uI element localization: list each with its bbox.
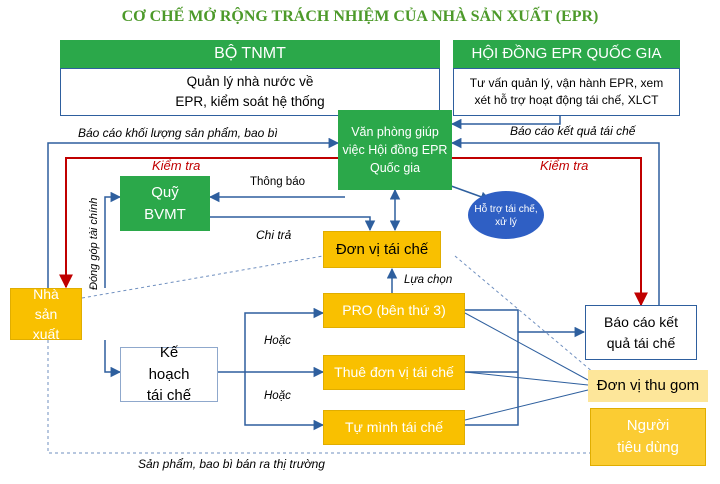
label-inspect-right: Kiểm tra <box>540 158 589 173</box>
label-market: Sản phẩm, bao bì bán ra thị trường <box>138 457 325 471</box>
self-box: Tự mình tái chế <box>323 410 465 445</box>
support-ellipse <box>468 191 544 239</box>
label-report-result: Báo cáo kết quả tái chế <box>510 124 636 138</box>
label-pay: Chi trả <box>256 228 292 242</box>
recycler-box: Đơn vị tái chế <box>323 231 441 268</box>
arrow-inspect-left <box>59 157 338 289</box>
council-body: Tư vấn quản lý, vận hành EPR, xem xét hỗ… <box>453 68 680 116</box>
arrow-contribute <box>104 191 122 288</box>
collector-box: Đơn vị thu gom <box>588 370 708 402</box>
arrow-plan-options <box>218 307 325 373</box>
hire-box: Thuê đơn vị tái chế <box>323 355 465 390</box>
arrow-producer-plan <box>104 340 122 378</box>
council-header: HỘI ĐỒNG EPR QUỐC GIA <box>453 40 680 68</box>
office-box: Văn phòng giúp việc Hội đồng EPR Quốc gi… <box>338 110 452 190</box>
arrow-council-office <box>450 116 561 130</box>
diagram-title: CƠ CHẾ MỞ RỘNG TRÁCH NHIỆM CỦA NHÀ SẢN X… <box>121 8 599 25</box>
arrow-inspect-right <box>452 157 648 307</box>
line-pro-collector <box>464 312 589 381</box>
dashed-producer-recycler <box>81 255 324 299</box>
label-inspect-left: Kiểm tra <box>152 158 201 173</box>
label-or-1: Hoặc <box>264 335 291 347</box>
report-box: Báo cáo kết quả tái chế <box>585 305 697 360</box>
line-hire-collector <box>464 371 589 386</box>
label-report-volume: Báo cáo khối lượng sản phẩm, bao bì <box>78 126 278 140</box>
label-contribute: Đóng góp tài chính <box>88 197 100 290</box>
arrow-plan-self <box>244 372 325 431</box>
label-notify: Thông báo <box>250 176 305 188</box>
dashed-recycler-collector <box>454 255 601 379</box>
arrow-report-result <box>450 137 660 305</box>
label-or-2: Hoặc <box>264 390 291 402</box>
btnmt-body: Quản lý nhà nước về EPR, kiểm soát hệ th… <box>60 68 440 116</box>
line-self-collector <box>464 389 589 421</box>
consumer-box: Người tiêu dùng <box>590 408 706 466</box>
plan-box: Kế hoạch tái chế <box>120 344 218 404</box>
producer-box: Nhà sản xuất <box>10 286 82 342</box>
arrow-pay <box>210 216 376 232</box>
pro-box: PRO (bên thứ 3) <box>323 293 465 328</box>
fund-box: Quỹ BVMT <box>120 176 210 231</box>
arrow-report-volume <box>47 137 340 288</box>
support-label: Hỗ trợ tái chế, xử lý <box>474 204 538 228</box>
btnmt-header: BỘ TNMT <box>60 40 440 68</box>
label-choose: Lựa chọn <box>404 274 453 286</box>
arrow-options-report <box>465 309 519 426</box>
